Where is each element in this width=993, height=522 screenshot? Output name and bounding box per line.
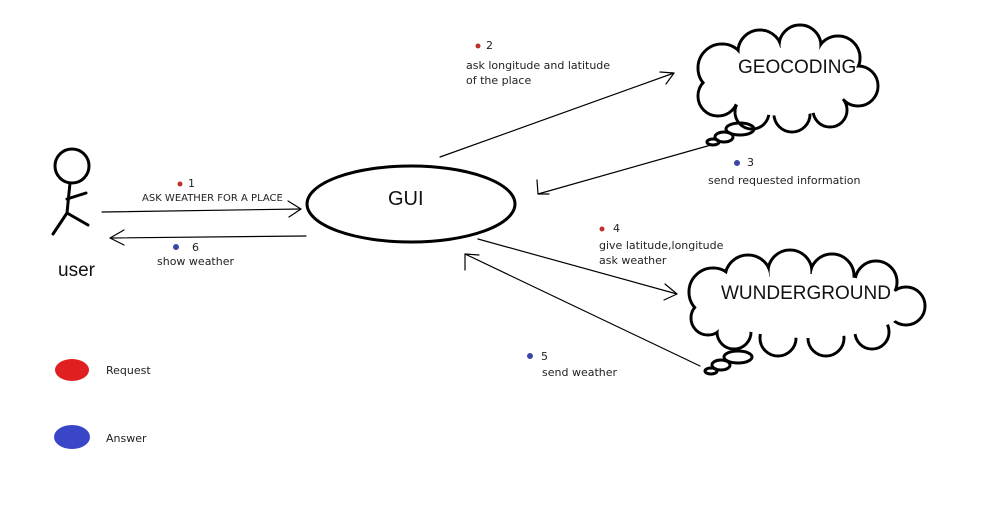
step-4-text-line1: give latitude,longitude — [599, 239, 724, 252]
arrow-step-5 — [464, 253, 701, 367]
legend-answer-label: Answer — [106, 432, 147, 445]
legend-request-swatch — [55, 359, 89, 381]
step-4-text-line2: ask weather — [599, 254, 667, 267]
arrow-step-4 — [477, 238, 678, 301]
step-3-dot — [734, 160, 740, 166]
step-6-dot — [173, 244, 179, 250]
step-2-number: 2 — [486, 39, 493, 52]
step-dots — [173, 43, 740, 359]
arrow-step-1 — [101, 200, 302, 218]
step-5-dot — [527, 353, 533, 359]
step-1-dot — [177, 181, 183, 187]
step-6-text: show weather — [157, 255, 235, 268]
legend-answer-swatch — [54, 425, 90, 449]
step-5-number: 5 — [541, 350, 548, 363]
arrow-step-2 — [439, 71, 675, 158]
step-3-text: send requested information — [708, 174, 861, 187]
arrow-step-3 — [536, 144, 712, 195]
step-2-text-line2: of the place — [466, 74, 532, 87]
gui-node — [305, 164, 517, 244]
step-1-text: ASK WEATHER FOR A PLACE — [142, 193, 283, 204]
step-1-number: 1 — [188, 177, 195, 190]
geocoding-cloud — [696, 23, 880, 147]
step-4-dot — [599, 226, 605, 232]
wunderground-label: WUNDERGROUND — [721, 283, 891, 304]
step-2-text-line1: ask longitude and latitude — [466, 59, 611, 72]
step-2-dot — [475, 43, 481, 49]
user-label: user — [58, 260, 95, 281]
arrow-step-6 — [109, 229, 307, 246]
step-5-text: send weather — [542, 366, 618, 379]
step-3-number: 3 — [747, 156, 754, 169]
stick-figure-icon — [51, 147, 91, 236]
legend-request-label: Request — [106, 364, 151, 377]
geocoding-label: GEOCODING — [738, 57, 857, 78]
wunderground-cloud — [687, 248, 927, 376]
step-6-number: 6 — [192, 241, 199, 254]
gui-label: GUI — [388, 188, 424, 210]
step-4-number: 4 — [613, 222, 620, 235]
